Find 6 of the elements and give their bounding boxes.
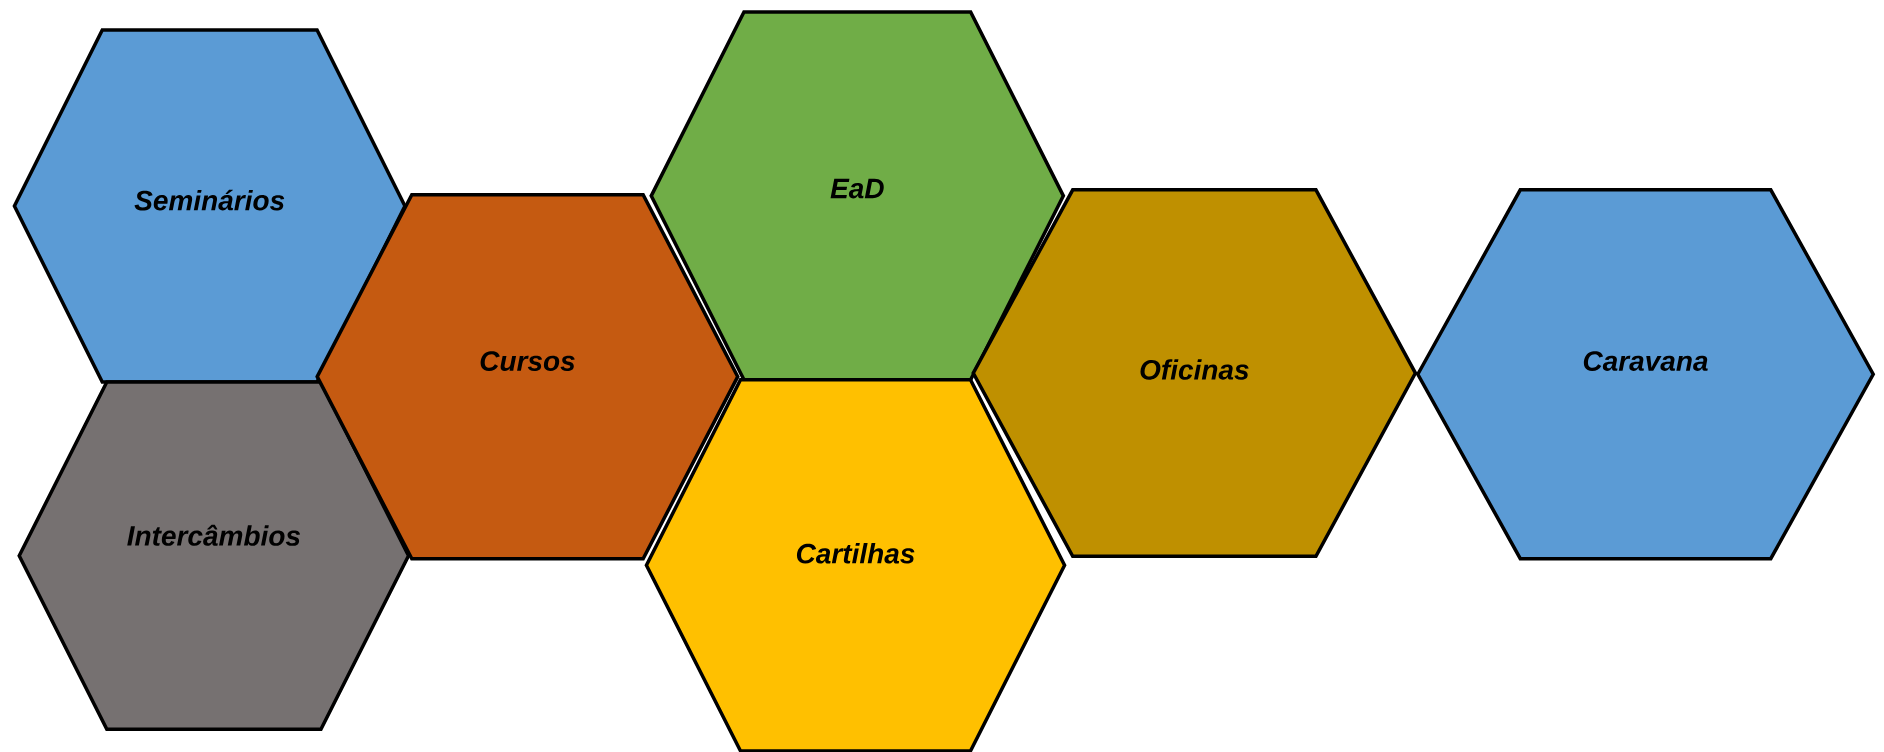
hexagon: Cursos <box>315 192 740 561</box>
hexagon: Seminários <box>12 28 407 384</box>
hexagon: Cartilhas <box>644 377 1067 752</box>
hexagon: Intercâmbios <box>17 380 411 732</box>
hexagon: EaD <box>649 10 1066 382</box>
hexagon: Oficinas <box>971 188 1418 559</box>
